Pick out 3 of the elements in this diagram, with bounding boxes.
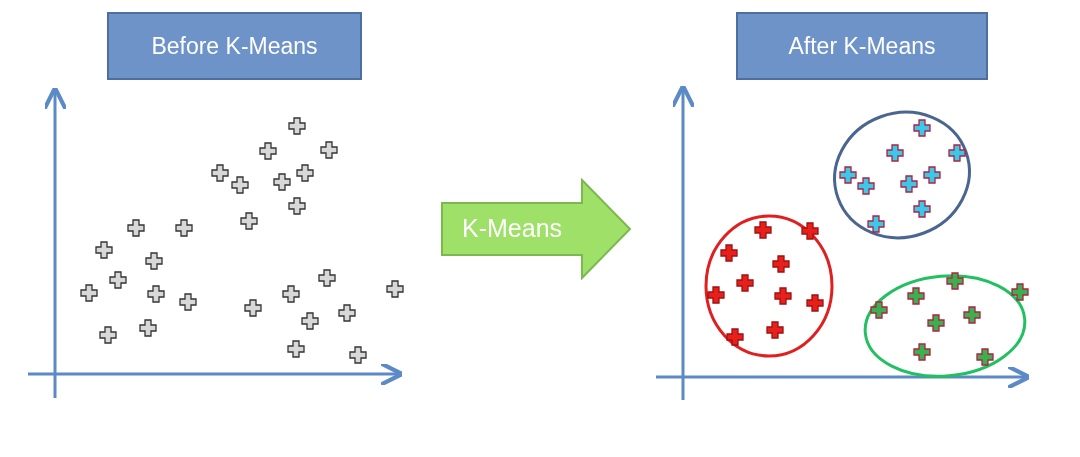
title-box: After K-Means bbox=[736, 12, 988, 80]
arrow-label: K-Means bbox=[462, 214, 563, 243]
title-box: Before K-Means bbox=[107, 12, 362, 80]
